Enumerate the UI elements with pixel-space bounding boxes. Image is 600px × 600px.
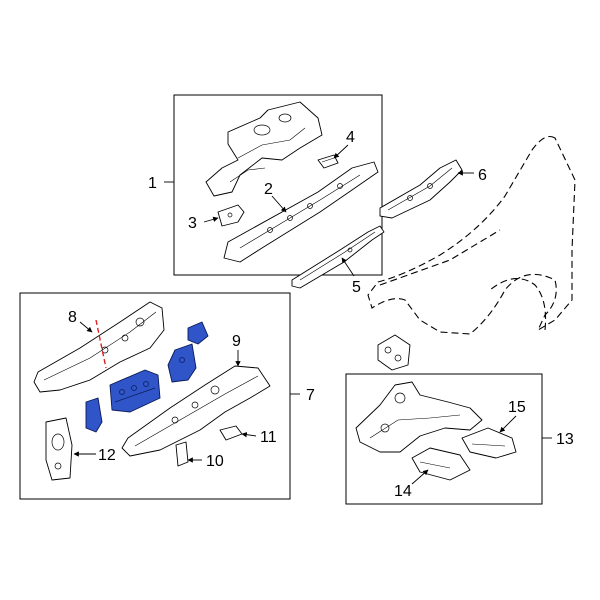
part-14-bracket [411,447,471,481]
fender-outline [367,135,576,335]
leader-15 [499,415,517,433]
callout-4: 4 [346,129,355,146]
leader-5 [341,257,355,277]
part-2-apron-rail [223,161,379,263]
callout-11: 11 [260,429,277,446]
leader-11 [241,432,257,438]
part-12-plate [45,417,73,481]
part-highlighted-bracket-b [187,321,209,345]
callout-6: 6 [478,167,487,184]
callout-2: 2 [264,181,273,198]
callout-3: 3 [188,215,197,232]
fender-wheel-arch [489,278,547,331]
callout-15: 15 [508,399,526,416]
part-highlighted-bracket-a [167,343,197,383]
callout-7: 7 [306,387,315,404]
group-box-13 [345,373,543,505]
cut-line [95,319,107,369]
callout-9: 9 [232,333,241,350]
leader-4 [333,144,349,159]
group-box-1 [173,94,383,276]
part-11-bracket [219,425,243,441]
part-13-housing [355,381,483,453]
leader-14 [411,469,429,485]
part-highlighted-crossmember [109,369,161,413]
part-6-bracket [379,159,463,219]
callout-14: 14 [394,483,412,500]
part-3-small-bracket [217,204,245,227]
part-highlighted-bracket-c [85,397,103,433]
part-15-bracket [461,427,517,459]
part-5-rail [291,225,385,289]
leader-8 [79,321,93,333]
callout-5: 5 [352,279,361,296]
fender-inner-line [379,229,501,286]
leader-2 [271,195,287,213]
callout-13: 13 [556,431,574,448]
part-9-lower-rail [121,365,271,457]
leader-3 [203,216,219,223]
callout-1: 1 [148,175,157,192]
part-1-apron-top [205,101,323,197]
fender-bracket [377,334,411,371]
part-8-upper-rail [33,301,165,393]
callout-8: 8 [68,309,77,326]
part-4-small-plate [317,154,339,169]
group-box-7 [19,292,291,500]
callout-10: 10 [206,453,224,470]
callout-12: 12 [98,447,116,464]
part-10-bracket [175,441,189,467]
